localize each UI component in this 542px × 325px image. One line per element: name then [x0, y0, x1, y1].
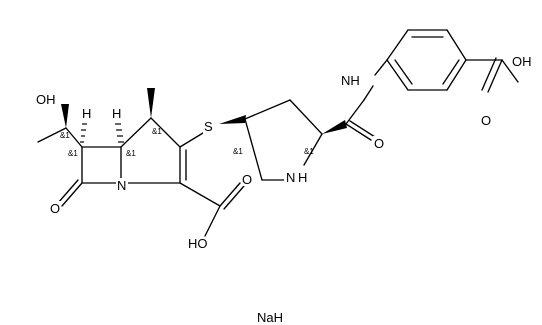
stereo-markers: &1 &1 &1 &1 &1 &1 — [60, 127, 314, 158]
wedge-bond-oh — [61, 104, 69, 128]
ring-nitrogen-label: N — [117, 178, 126, 193]
h-c6-label: H — [82, 106, 91, 121]
stereo-marker-c6: &1 — [68, 149, 78, 158]
amide-nh-label: NH — [341, 73, 360, 88]
carboxyl-oxygen-label: O — [242, 172, 252, 187]
counterion-label: NaH — [257, 310, 283, 325]
amide-oxygen-label: O — [374, 136, 384, 151]
hydroxyl-label: OH — [36, 92, 56, 107]
lactam-oxygen-label: O — [50, 201, 60, 216]
pyrrolidine-hydrogen-label: H — [298, 170, 307, 185]
carboxyl-hydroxyl-label: HO — [188, 236, 208, 251]
benzoic-oxygen-label: O — [481, 113, 491, 128]
pyrrolidine-nitrogen-label: N — [286, 170, 295, 185]
atom-labels: OH H H O N S O HO N H NH O OH O NaH — [36, 54, 532, 325]
wedge-bond-amide — [322, 120, 347, 134]
hash-bond-c5-h — [115, 123, 124, 143]
stereo-marker-c8: &1 — [60, 131, 70, 140]
stereo-marker-c5: &1 — [126, 149, 136, 158]
hash-bond-c6-h — [80, 123, 87, 143]
stereo-marker-pyrrolidine-c3: &1 — [233, 147, 243, 156]
h-c5-label: H — [112, 106, 121, 121]
wedge-bond-s-c — [219, 115, 246, 124]
stereo-marker-c4: &1 — [152, 127, 162, 136]
stereo-marker-pyrrolidine-c5: &1 — [304, 147, 314, 156]
bonds — [37, 29, 519, 237]
benzoic-hydroxyl-label: OH — [512, 54, 532, 69]
sulfur-label: S — [204, 119, 213, 134]
wedge-bond-methyl — [147, 88, 155, 118]
